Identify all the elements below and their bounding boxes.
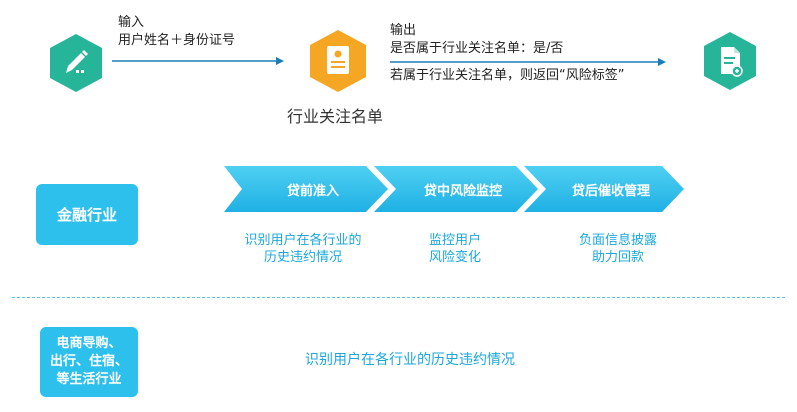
stage-label-pre-loan: 贷前准入	[286, 183, 339, 199]
stage-desc-mid-loan: 监控用户 风险变化	[428, 233, 481, 265]
finance-industry-label: 金融行业	[56, 206, 117, 224]
ecommerce-label-line: 电商导购、	[56, 336, 122, 351]
pencil-hex-icon	[50, 34, 102, 92]
input-detail: 用户姓名＋身份证号	[118, 33, 236, 48]
section-divider	[12, 297, 785, 298]
stage-chevron-2	[374, 166, 538, 212]
stage-desc-post-loan: 负面信息披露 助力回款	[578, 233, 657, 265]
certificate-hex-icon	[310, 30, 366, 92]
stage-desc-pre-loan: 识别用户在各行业的 历史违约情况	[244, 233, 362, 265]
output-title: 输出	[390, 23, 417, 38]
ecommerce-label-line: 等生活行业	[56, 372, 122, 387]
stage-chevrons	[224, 166, 684, 212]
flow-arrow	[390, 58, 666, 66]
watchlist-label: 行业关注名单	[287, 107, 384, 126]
stage-label-post-loan: 贷后催收管理	[571, 183, 650, 199]
output-line1: 是否属于行业关注名单：是/否	[390, 41, 564, 56]
finance-industry-box: 金融行业	[36, 184, 138, 245]
stage-chevron-1	[224, 166, 388, 212]
ecommerce-label-line: 出行、住宿、	[49, 354, 128, 369]
flow-arrow	[112, 57, 284, 65]
ecommerce-industry-box: 电商导购、 出行、住宿、 等生活行业	[40, 327, 138, 397]
input-title: 输入	[118, 15, 145, 30]
stage-chevron-3	[524, 166, 684, 212]
document-hex-icon	[704, 32, 756, 90]
ecommerce-desc: 识别用户在各行业的历史违约情况	[305, 352, 515, 368]
output-line2: 若属于行业关注名单，则返回“风险标签”	[390, 68, 625, 83]
stage-label-mid-loan: 贷中风险监控	[423, 183, 502, 199]
